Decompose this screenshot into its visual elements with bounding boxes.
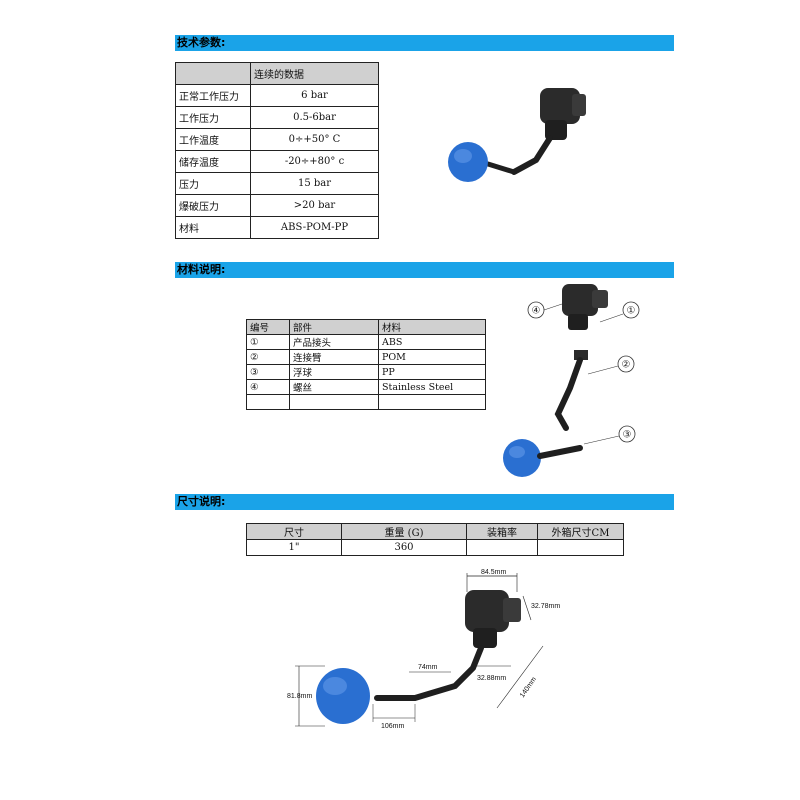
part-material: PP: [378, 364, 486, 380]
part-material: [378, 394, 486, 410]
part-arm: [574, 350, 588, 360]
part-float-ball: [503, 439, 541, 477]
table-row: 爆破压力 >20 bar: [175, 194, 379, 217]
float-ball: [448, 142, 488, 182]
table-row: ③ 浮球 PP: [246, 364, 486, 380]
product-float-valve-image: [448, 88, 586, 182]
table-row: [246, 394, 486, 410]
spec-value: -20÷+80° c: [250, 150, 379, 173]
part-connector: [562, 284, 598, 316]
table-row: 压力 15 bar: [175, 172, 379, 195]
section-bar-dimension: [175, 494, 674, 510]
dim-ball-height: 81.8mm: [287, 693, 312, 700]
section-title-material: 材料说明:: [177, 263, 226, 276]
callout-1: ①: [627, 306, 636, 317]
table-row: 储存温度 -20÷+80° c: [175, 150, 379, 173]
part-name: 浮球: [289, 364, 379, 380]
spec-label: 爆破压力: [175, 194, 251, 217]
spec-value: 0÷+50° C: [250, 128, 379, 151]
section-bar-tech: [175, 35, 674, 51]
part-name: 连接臂: [289, 349, 379, 365]
valve-head: [465, 590, 509, 632]
table-header-cell: 装箱率: [466, 523, 538, 540]
dim-side-depth: 32.78mm: [531, 603, 560, 610]
table-row: ④ 螺丝 Stainless Steel: [246, 379, 486, 395]
part-material: POM: [378, 349, 486, 365]
dimension-table: 尺寸 重量 (G) 装箱率 外箱尺寸CM 1" 360: [246, 523, 624, 556]
part-material: ABS: [378, 334, 486, 350]
table-header-cell: 外箱尺寸CM: [537, 523, 624, 540]
part-material: Stainless Steel: [378, 379, 486, 395]
part-name: [289, 394, 379, 410]
spec-label: 储存温度: [175, 150, 251, 173]
spec-value: 0.5-6bar: [250, 106, 379, 129]
material-table: 编号 部件 材料 ① 产品接头 ABS ② 连接臂 POM ③ 浮球 PP ④ …: [246, 319, 486, 410]
weight-value: 360: [341, 539, 467, 556]
part-name: 产品接头: [289, 334, 379, 350]
table-header-cell: 材料: [378, 319, 486, 335]
dim-ball-offset: 106mm: [381, 723, 405, 730]
table-row: 工作压力 0.5-6bar: [175, 106, 379, 129]
tech-spec-table: 连续的数据 正常工作压力 6 bar 工作压力 0.5-6bar 工作温度 0÷…: [175, 62, 379, 239]
table-row: 正常工作压力 6 bar: [175, 84, 379, 107]
spec-label: 正常工作压力: [175, 84, 251, 107]
spec-label: 工作压力: [175, 106, 251, 129]
dim-arm-length: 140mm: [519, 676, 538, 699]
dim-joint: 74mm: [418, 664, 438, 671]
size-value: 1": [246, 539, 342, 556]
section-title-dimension: 尺寸说明:: [177, 495, 226, 508]
spec-label: 压力: [175, 172, 251, 195]
spec-label: 材料: [175, 216, 251, 239]
part-number: ③: [246, 364, 290, 380]
callout-3: ③: [623, 430, 632, 441]
part-number: ④: [246, 379, 290, 395]
spec-value: ABS-POM-PP: [250, 216, 379, 239]
table-header-cell: 连续的数据: [250, 62, 379, 85]
exploded-parts-image: ④ ① ② ③: [503, 284, 640, 477]
table-header-cell: [175, 62, 251, 85]
part-number: ②: [246, 349, 290, 365]
spec-label: 工作温度: [175, 128, 251, 151]
table-row: 材料 ABS-POM-PP: [175, 216, 379, 239]
spec-value: 15 bar: [250, 172, 379, 195]
part-number: ①: [246, 334, 290, 350]
carton-size-value: [537, 539, 624, 556]
table-row: 工作温度 0÷+50° C: [175, 128, 379, 151]
part-number: [246, 394, 290, 410]
section-title-tech: 技术参数:: [177, 36, 226, 49]
part-name: 螺丝: [289, 379, 379, 395]
connecting-arm: [374, 645, 484, 701]
table-header-cell: 重量 (G): [341, 523, 467, 540]
dimension-drawing: 84.5mm 32.78mm 32.88mm 140mm 74mm 81.8mm…: [287, 569, 560, 730]
table-header-row: 尺寸 重量 (G) 装箱率 外箱尺寸CM: [246, 523, 624, 540]
spec-value: 6 bar: [250, 84, 379, 107]
callout-2: ②: [622, 360, 631, 371]
table-row: ② 连接臂 POM: [246, 349, 486, 365]
float-ball: [316, 668, 370, 724]
table-header-row: 连续的数据: [175, 62, 379, 85]
dim-top-width: 84.5mm: [481, 569, 506, 576]
table-header-row: 编号 部件 材料: [246, 319, 486, 335]
spec-value: >20 bar: [250, 194, 379, 217]
callout-4: ④: [532, 306, 541, 317]
dim-arm-gap: 32.88mm: [477, 675, 506, 682]
table-row: ① 产品接头 ABS: [246, 334, 486, 350]
table-header-cell: 编号: [246, 319, 290, 335]
table-header-cell: 尺寸: [246, 523, 342, 540]
valve-head: [540, 88, 580, 124]
table-header-cell: 部件: [289, 319, 379, 335]
table-row: 1" 360: [246, 539, 624, 556]
section-bar-material: [175, 262, 674, 278]
packing-rate-value: [466, 539, 538, 556]
